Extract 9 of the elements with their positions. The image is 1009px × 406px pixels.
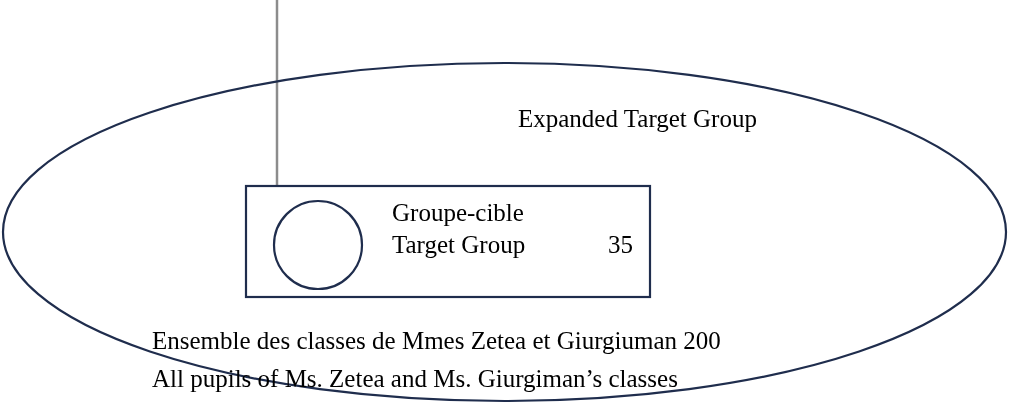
group-title: Expanded Target Group — [518, 104, 757, 134]
circle-shape — [273, 200, 363, 290]
count-label: 35 — [608, 230, 633, 260]
group-label: Groupe-cible — [392, 198, 524, 228]
target-group-box — [245, 185, 651, 298]
connector-line — [275, 0, 279, 185]
caption-text: Ensemble des classes de Mmes Zetea et Giurgiuman 200 — [152, 326, 721, 356]
group-label: Target Group — [392, 230, 526, 260]
expanded-group-ellipse — [2, 62, 1007, 402]
